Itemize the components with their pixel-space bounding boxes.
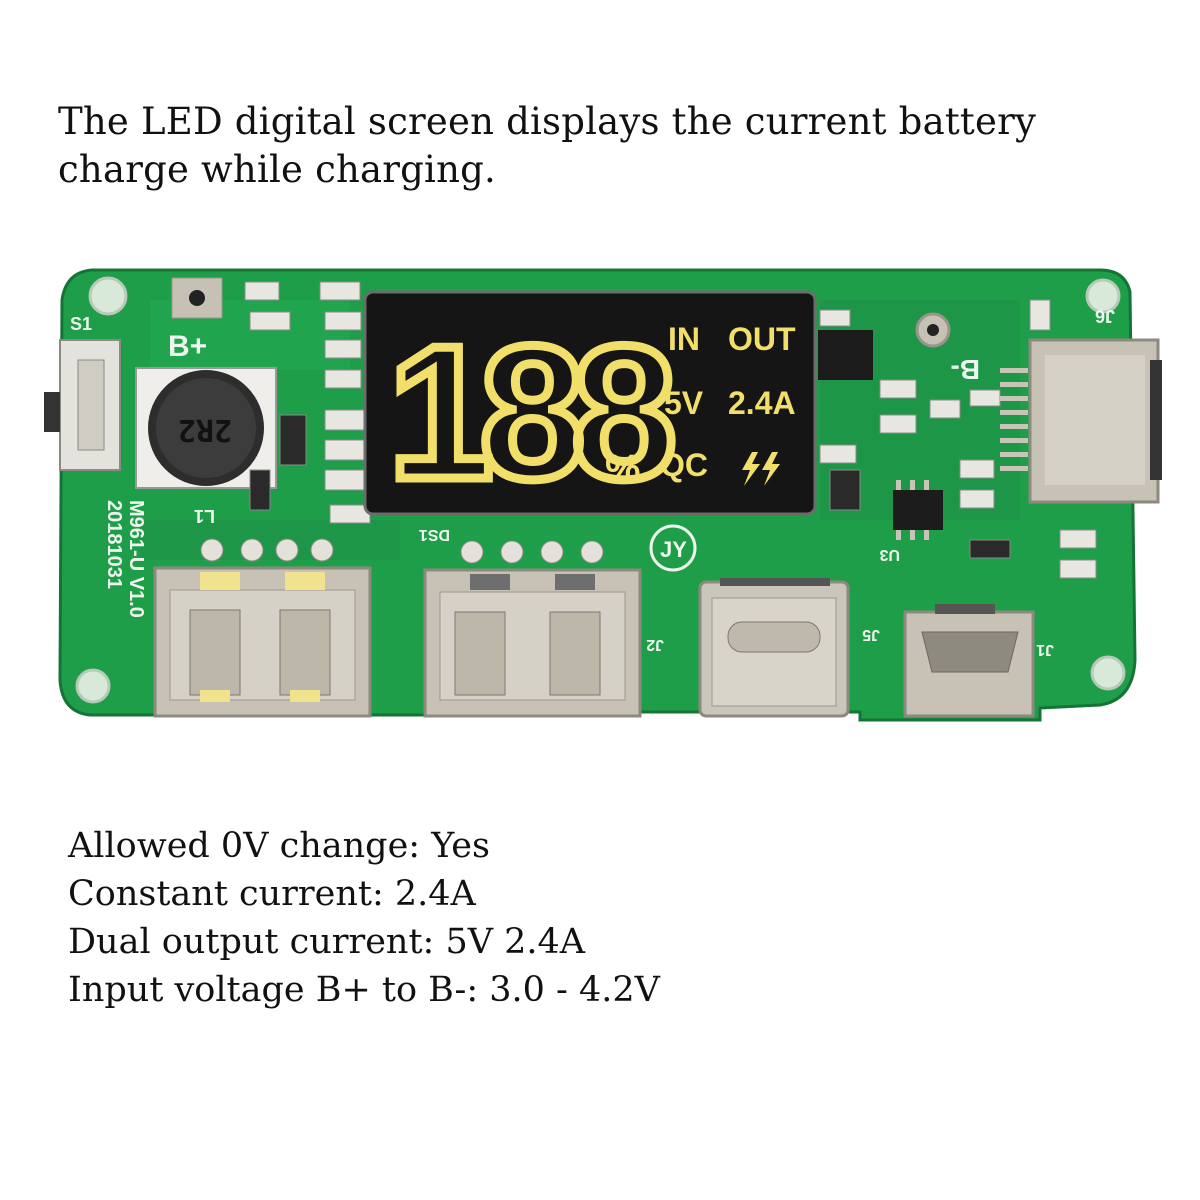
j1-label: J1 (1036, 641, 1054, 658)
model-label: M961-U V1.0 (125, 500, 147, 618)
j5-label: J5 (862, 626, 880, 643)
j6-label: J6 (1095, 306, 1115, 326)
b-plus-label: B+ (168, 330, 207, 363)
mounting-hole-icon (1090, 655, 1126, 691)
lcd-out-label: OUT (728, 321, 796, 357)
usb-a-port-2 (423, 568, 642, 718)
lcd-qc-label: QC (660, 447, 708, 483)
mounting-hole-icon (1085, 278, 1121, 314)
inductor-marking: 2R2 (178, 412, 232, 447)
jy-logo-text: JY (660, 537, 687, 562)
lcd-screen (363, 290, 817, 516)
mounting-hole-icon (75, 668, 111, 704)
spec-allowed-0v-change: Allowed 0V change: Yes (68, 826, 490, 866)
spec-input-voltage: Input voltage B+ to B-: 3.0 - 4.2V (68, 970, 660, 1010)
ds1-label: DS1 (419, 526, 450, 543)
spec-list: Allowed 0V change: Yes Constant current:… (68, 822, 968, 1014)
lcd-percentage-digits: 188 (388, 307, 671, 519)
side-connector-j6 (1000, 338, 1162, 504)
jy-logo-icon (649, 524, 697, 572)
lcd-current: 2.4A (728, 385, 796, 421)
date-label: 20181031 (103, 500, 125, 589)
lcd-in-label: IN (668, 321, 700, 357)
headline-text: The LED digital screen displays the curr… (58, 100, 1037, 191)
usb-c-port (698, 578, 850, 718)
ic-chip (893, 490, 943, 530)
spec-dual-output-current: Dual output current: 5V 2.4A (68, 922, 586, 962)
u3-label: U3 (879, 546, 900, 563)
lcd-percent-sign: % (605, 447, 641, 491)
double-lightning-icon (742, 452, 780, 486)
lcd-voltage: 5V (664, 385, 704, 421)
mounting-hole-icon (88, 276, 128, 316)
spec-constant-current: Constant current: 2.4A (68, 874, 476, 914)
micro-usb-port (903, 604, 1035, 718)
usb-a-port-1 (153, 566, 372, 718)
s1-label: S1 (70, 314, 92, 334)
ic-chip (818, 330, 873, 380)
b-minus-label: B- (950, 354, 980, 385)
j2-label: J2 (646, 636, 664, 653)
l1-label: L1 (194, 506, 215, 526)
